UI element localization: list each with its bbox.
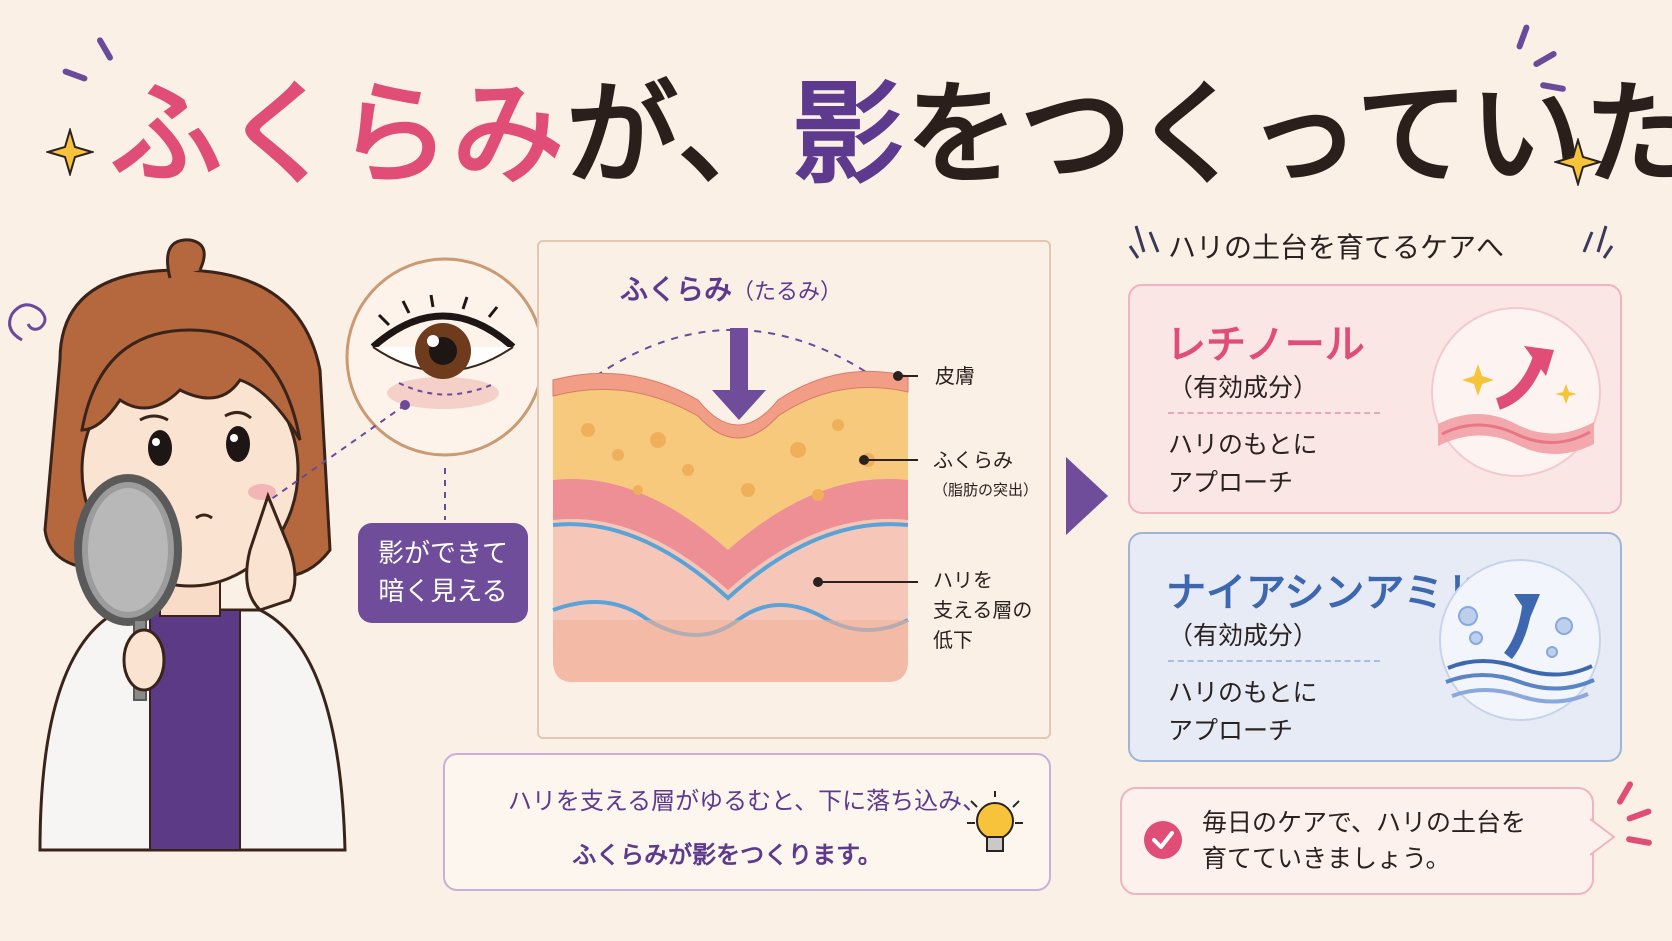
shadow-callout-line2: 暗く見える bbox=[378, 577, 508, 607]
retinol-card: レチノール （有効成分） ハリのもとに アプローチ bbox=[1128, 284, 1622, 514]
title-part-1: ふくらみ bbox=[110, 70, 566, 200]
niacinamide-card: ナイアシンアミド （有効成分） ハリのもとに アプローチ bbox=[1128, 532, 1622, 762]
label-skin: 皮膚 bbox=[935, 364, 975, 388]
caption-line1: ハリを支える層がゆるむと、下に落ち込み、 bbox=[507, 787, 987, 815]
shadow-callout-line1: 影ができて bbox=[377, 539, 508, 569]
eye-closeup-illustration bbox=[345, 257, 545, 457]
diagram-title-paren: （たるみ） bbox=[732, 280, 843, 305]
niacinamide-desc: ハリのもとに アプローチ bbox=[1168, 674, 1318, 750]
label-bulge-main: ふくらみ bbox=[933, 448, 1013, 472]
check-icon bbox=[1144, 821, 1182, 859]
page-title: ふくらみ が、 影 をつくっていた bbox=[110, 50, 1672, 200]
label-bulge: ふくらみ （脂肪の突出） bbox=[933, 446, 1038, 504]
water-boost-icon bbox=[1439, 559, 1601, 721]
decor-accent-lines bbox=[1582, 225, 1614, 259]
retinol-desc: ハリのもとに アプローチ bbox=[1168, 426, 1318, 502]
diagram-title-main: ふくらみ bbox=[620, 273, 733, 306]
sparkle-icon bbox=[46, 128, 94, 176]
retinol-divider bbox=[1168, 412, 1380, 414]
decor-dash bbox=[1625, 835, 1653, 847]
shadow-callout-box: 影ができて 暗く見える bbox=[358, 523, 528, 623]
woman-with-mirror-illustration bbox=[8, 238, 347, 852]
label-support-line2: 支える層の bbox=[933, 598, 1033, 622]
niacinamide-sub: （有効成分） bbox=[1168, 621, 1319, 650]
decor-dash bbox=[61, 67, 89, 83]
title-part-2: が、 bbox=[566, 70, 792, 200]
daily-care-note: 毎日のケアで、ハリの土台を 育てていきましょう。 bbox=[1120, 787, 1616, 895]
caption-line2: ふくらみが影をつくります。 bbox=[572, 841, 882, 869]
bubble-tail bbox=[1590, 818, 1616, 856]
caption-box: ハリを支える層がゆるむと、下に落ち込み、 ふくらみが影をつくります。 bbox=[443, 753, 1051, 891]
label-bulge-detail: （脂肪の突出） bbox=[933, 481, 1039, 499]
niacinamide-divider bbox=[1168, 660, 1380, 662]
decor-dash bbox=[1615, 780, 1635, 806]
label-support-line3: 低下 bbox=[933, 628, 973, 652]
niacinamide-name: ナイアシンアミド bbox=[1166, 570, 1484, 616]
label-support-line1: ハリを bbox=[933, 568, 993, 592]
skin-lift-icon bbox=[1431, 307, 1601, 477]
niacinamide-desc-line1: ハリのもとに bbox=[1168, 678, 1318, 707]
retinol-sub: （有効成分） bbox=[1168, 373, 1319, 402]
title-part-3: 影 bbox=[791, 70, 906, 200]
connector-lines bbox=[269, 400, 446, 520]
lightbulb-icon bbox=[967, 791, 1023, 852]
title-part-4: をつくっていた bbox=[905, 70, 1672, 200]
sparkle-icon bbox=[1554, 138, 1602, 186]
daily-care-text: 毎日のケアで、ハリの土台を 育てていきましょう。 bbox=[1202, 805, 1526, 877]
skin-cross-section-illustration bbox=[552, 328, 918, 682]
retinol-desc-line1: ハリのもとに bbox=[1168, 430, 1318, 459]
decor-dash bbox=[1625, 807, 1653, 823]
niacinamide-desc-line2: アプローチ bbox=[1168, 716, 1294, 745]
diagram-title: ふくらみ（たるみ） bbox=[620, 268, 842, 308]
arrow-right-icon bbox=[1066, 457, 1108, 535]
decor-accent-lines bbox=[1128, 225, 1160, 259]
retinol-desc-line2: アプローチ bbox=[1168, 468, 1294, 497]
daily-care-line1: 毎日のケアで、ハリの土台を bbox=[1202, 808, 1527, 837]
care-heading: ハリの土台を育てるケアへ bbox=[1168, 231, 1505, 264]
retinol-name: レチノール bbox=[1166, 322, 1365, 368]
daily-care-line2: 育てていきましょう。 bbox=[1202, 844, 1451, 873]
label-support-layer: ハリを 支える層の 低下 bbox=[933, 565, 1032, 655]
